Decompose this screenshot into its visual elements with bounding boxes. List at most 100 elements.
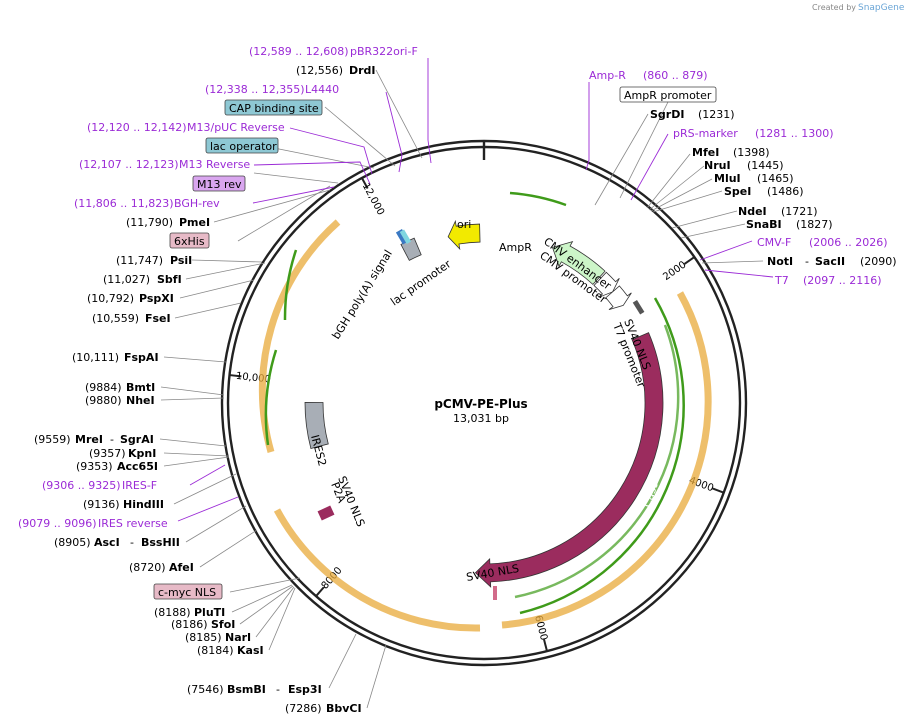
primer-ires-reverse[interactable]: IRES reverse <box>98 517 168 530</box>
6xhis-box[interactable] <box>169 232 210 249</box>
site-name-pspxi[interactable]: PspXI <box>139 292 174 305</box>
primer-range: (2006 .. 2026) <box>809 236 888 249</box>
orf-bottom-arc <box>273 508 481 632</box>
site-pos: (9884) <box>85 381 122 394</box>
6xhis-label: 6xHis <box>174 235 205 248</box>
primer-range: (2097 .. 2116) <box>803 274 882 287</box>
tick-label: 2000 <box>661 259 688 283</box>
site-pos: (1721) <box>781 205 818 218</box>
boxed-labels: CAP binding site lac operator M13 rev 6x… <box>153 86 717 600</box>
primer-range: (9306 .. 9325) <box>42 479 121 492</box>
site-name-bsmbi[interactable]: BsmBI <box>227 683 266 696</box>
primer-range: (9079 .. 9096) <box>18 517 97 530</box>
tick-mark <box>543 639 548 652</box>
orf-arcs <box>258 191 712 632</box>
primer-t7[interactable]: T7 <box>774 274 789 287</box>
site-pos: (10,111) <box>72 351 119 364</box>
site-name-nrui[interactable]: NruI <box>704 159 731 172</box>
site-pos: (11,790) <box>126 216 173 229</box>
primer-prs-marker[interactable]: pRS-marker <box>673 127 738 140</box>
site-name-fspai[interactable]: FspAI <box>124 351 159 364</box>
site-name-mrei[interactable]: MreI <box>75 433 103 446</box>
feature-cmv-promoter[interactable] <box>605 285 632 311</box>
site-name-mlui[interactable]: MluI <box>714 172 741 185</box>
primer-l4440[interactable]: L4440 <box>305 83 339 96</box>
site-name-bmti[interactable]: BmtI <box>126 381 155 394</box>
site-pos: (1486) <box>767 185 804 198</box>
feature-label-ampr: AmpR <box>499 241 532 254</box>
site-name-noti[interactable]: NotI <box>767 255 793 268</box>
site-pos: (1398) <box>733 146 770 159</box>
site-name-sbfi[interactable]: SbfI <box>157 273 182 286</box>
site-pos: (11,747) <box>116 254 163 267</box>
feature-label-bgh-polya: bGH poly(A) signal <box>330 248 395 342</box>
site-name-psii[interactable]: PsiI <box>170 254 192 267</box>
site-name-sgrdi[interactable]: SgrDI <box>650 108 684 121</box>
site-pos: (11,027) <box>103 273 150 286</box>
tick-mark <box>315 586 325 597</box>
m13-rev-label: M13 rev <box>197 178 242 191</box>
feature-ampr[interactable] <box>551 241 606 285</box>
primer-range: (11,806 .. 11,823) <box>74 197 174 210</box>
site-name-mfei[interactable]: MfeI <box>692 146 719 159</box>
site-name-spei[interactable]: SpeI <box>724 185 751 198</box>
feature-label-lac-promoter: lac promoter <box>388 257 454 308</box>
feature-arrows <box>304 219 664 588</box>
site-name-esp3i[interactable]: Esp3I <box>288 683 322 696</box>
site-name-sacii[interactable]: SacII <box>815 255 845 268</box>
primer-cmv-f[interactable]: CMV-F <box>757 236 791 249</box>
ampr-promoter-box[interactable] <box>619 86 717 103</box>
primer-pbr322ori-f[interactable]: pBR322ori-F <box>350 45 418 58</box>
site-pos: (12,556) <box>296 64 343 77</box>
site-name-drdi[interactable]: DrdI <box>349 64 376 77</box>
site-name-asci[interactable]: AscI <box>94 536 120 549</box>
site-name-snabi[interactable]: SnaBI <box>746 218 782 231</box>
site-name-nari[interactable]: NarI <box>225 631 251 644</box>
site-name-bbvci[interactable]: BbvCI <box>326 702 362 715</box>
m13-rev-box[interactable] <box>192 175 246 192</box>
credit-text: Created by <box>812 3 856 12</box>
sv40-nls-1-mark <box>632 300 645 315</box>
primer-ires-f[interactable]: IRES-F <box>122 479 157 492</box>
site-name-kasi[interactable]: KasI <box>237 644 264 657</box>
feature-ori[interactable] <box>447 219 481 251</box>
site-name-bsshii[interactable]: BssHII <box>141 536 180 549</box>
primer-range: (12,589 .. 12,608) <box>249 45 349 58</box>
site-pos: (9136) <box>83 498 120 511</box>
c-myc-nls-box[interactable] <box>153 583 223 600</box>
site-pos: (7286) <box>285 702 322 715</box>
site-name-nhei[interactable]: NheI <box>126 394 155 407</box>
cap-binding-site-box[interactable] <box>224 99 323 116</box>
site-name-ndei[interactable]: NdeI <box>738 205 767 218</box>
site-name-pmei[interactable]: PmeI <box>179 216 210 229</box>
primer-m13-puc-reverse[interactable]: M13/pUC Reverse <box>187 121 285 134</box>
orf-left-inner-arrow <box>283 249 298 321</box>
site-name-hindiii[interactable]: HindIII <box>123 498 164 511</box>
tick-label: 12,000 <box>360 181 386 217</box>
site-name-fsei[interactable]: FseI <box>145 312 171 325</box>
feature-cas9[interactable] <box>474 332 664 588</box>
lac-operator-label: lac operator <box>210 140 277 153</box>
site-name-afei[interactable]: AfeI <box>169 561 194 574</box>
primer-bgh-rev[interactable]: BGH-rev <box>174 197 220 210</box>
cap-binding-site-label: CAP binding site <box>229 102 319 115</box>
orf-left-arc <box>258 219 341 453</box>
primer-amp-r[interactable]: Amp-R <box>589 69 626 82</box>
tick-mark <box>229 374 242 378</box>
site-name-kpni[interactable]: KpnI <box>128 447 156 460</box>
left-sites: (12,556) DrdI (11,790) PmeI (11,747) Psi… <box>34 64 376 715</box>
lac-operator-box[interactable] <box>205 137 279 154</box>
site-pos: (10,792) <box>87 292 134 305</box>
site-name-acc65i[interactable]: Acc65I <box>117 460 158 473</box>
plasmid-name: pCMV-PE-Plus <box>434 397 527 411</box>
site-pos: (9880) <box>85 394 122 407</box>
site-name-plutI[interactable]: PluTI <box>194 606 225 619</box>
primer-range: (1281 .. 1300) <box>755 127 834 140</box>
site-name-sgrai[interactable]: SgrAI <box>120 433 154 446</box>
feature-ires2[interactable] <box>304 402 329 450</box>
site-name-sfoi[interactable]: SfoI <box>211 618 235 631</box>
site-pos: (8186) <box>171 618 208 631</box>
site-pos: (2090) <box>860 255 897 268</box>
primer-m13-reverse[interactable]: M13 Reverse <box>179 158 250 171</box>
